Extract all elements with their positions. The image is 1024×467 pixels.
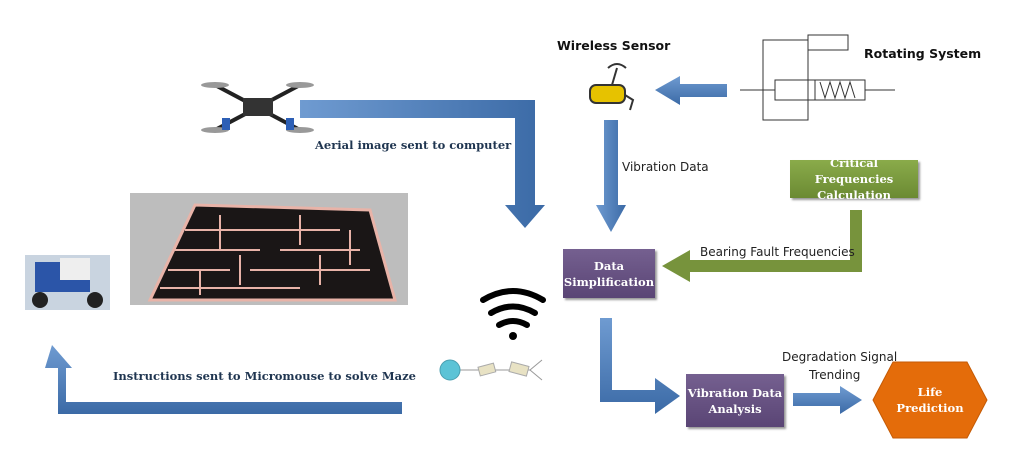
- wifi-icon: [480, 288, 546, 340]
- vibration-data-arrow: [596, 120, 626, 232]
- network-devices-image: [439, 359, 543, 381]
- box-line: Simplification: [563, 274, 655, 289]
- bearing-fault-label: Bearing Fault Frequencies: [700, 245, 855, 259]
- box-line: Critical Frequencies: [814, 156, 894, 186]
- instructions-label: Instructions sent to Micromouse to solve…: [113, 369, 416, 383]
- rotating-system-drawing: [740, 34, 895, 121]
- life-prediction-hexagon: [872, 361, 988, 439]
- trending-label: Trending: [809, 368, 861, 382]
- box-line: Analysis: [708, 401, 762, 416]
- vibration-data-label: Vibration Data: [622, 160, 709, 174]
- aerial-arrow: [300, 100, 545, 228]
- box-line: Vibration Data: [687, 385, 783, 400]
- box-line: Prediction: [896, 401, 964, 415]
- drone-image: [201, 82, 314, 133]
- instructions-arrow: [45, 345, 402, 414]
- box-line: Data: [593, 258, 625, 273]
- rotating-system-title: Rotating System: [864, 46, 982, 61]
- box-line: Calculation: [817, 188, 891, 202]
- aerial-label: Aerial image sent to computer: [315, 138, 512, 152]
- analysis-to-life-arrow: [793, 386, 862, 414]
- rotating-to-sensor-arrow: [655, 76, 727, 105]
- degradation-label: Degradation Signal: [782, 350, 898, 364]
- wireless-sensor-title: Wireless Sensor: [557, 38, 671, 53]
- micromouse-image: [25, 255, 110, 310]
- bearing-fault-arrow: [662, 210, 862, 282]
- simplification-to-analysis-arrow: [600, 318, 680, 414]
- maze-photo: [130, 193, 408, 305]
- wireless-sensor-icon: [589, 63, 635, 111]
- box-line: Life: [917, 385, 943, 399]
